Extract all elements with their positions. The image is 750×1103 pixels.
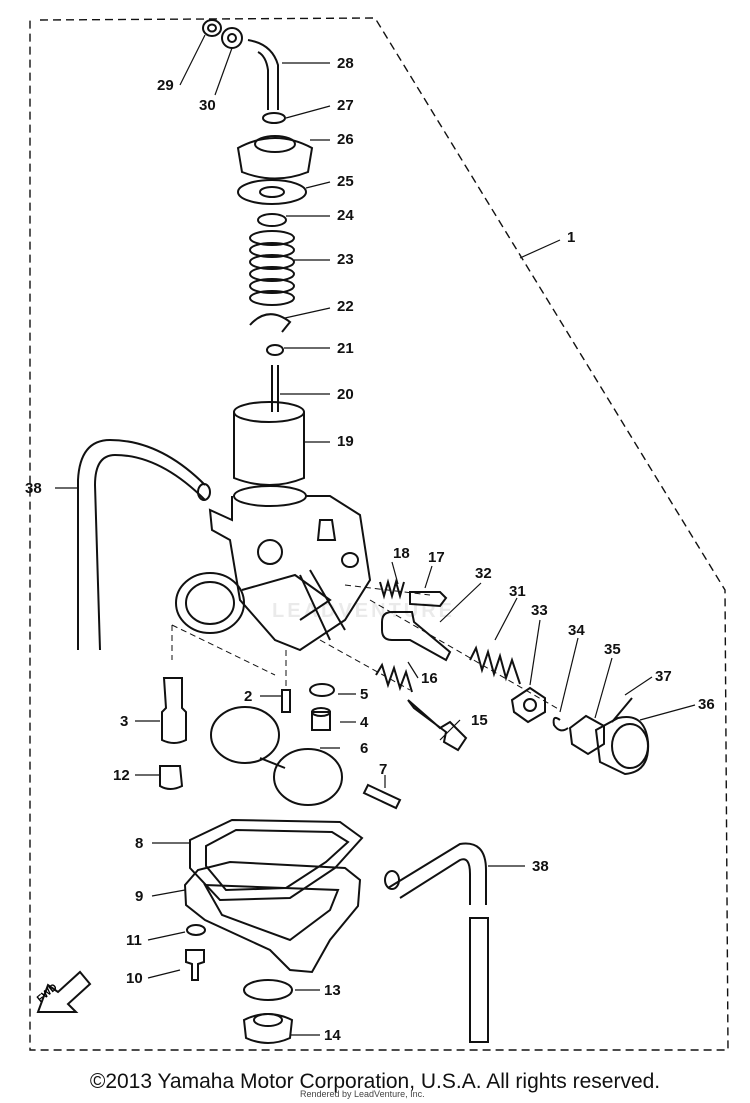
callout-3: 3: [120, 713, 129, 730]
part-35-cap: [568, 714, 605, 756]
callout-27: 27: [337, 97, 354, 114]
callout-8: 8: [135, 835, 144, 852]
callout-14: 14: [324, 1027, 341, 1044]
callout-23: 23: [337, 251, 354, 268]
part-26-cap: [236, 137, 314, 180]
part-9-float-bowl: [183, 860, 362, 974]
callout-34: 34: [568, 622, 585, 639]
part-6-float: [210, 706, 343, 806]
callout-12: 12: [113, 767, 130, 784]
callout-35: 35: [604, 641, 621, 658]
callout-17: 17: [428, 549, 445, 566]
part-33-plunger: [510, 686, 546, 724]
part-28-cable-tube: [247, 39, 279, 110]
part-5-ring: [309, 683, 335, 697]
part-2-jet: [281, 689, 291, 713]
watermark: LEADVENTURE: [272, 600, 456, 622]
part-30-washer: [221, 27, 243, 49]
part-15-air-screw: [407, 699, 468, 752]
part-12-pilot-jet: [159, 765, 184, 790]
callout-22: 22: [337, 298, 354, 315]
assembly-boundary: [29, 17, 729, 1051]
carburetor-body: [175, 485, 372, 652]
part-21-retainer: [266, 344, 284, 356]
callout-13: 13: [324, 982, 341, 999]
callout-1: 1: [567, 229, 576, 246]
callout-25: 25: [337, 173, 354, 190]
callout-24: 24: [337, 207, 354, 224]
part-3-needle-jet: [161, 677, 187, 744]
part-20-needle: [271, 365, 279, 412]
callout-2: 2: [244, 688, 253, 705]
part-24-clip: [257, 213, 287, 227]
callout-38-upper: 38: [25, 480, 42, 497]
part-10-screw: [185, 949, 205, 981]
callout-30: 30: [199, 97, 216, 114]
callout-20: 20: [337, 386, 354, 403]
callout-7: 7: [379, 761, 388, 778]
part-7-pin: [362, 783, 402, 810]
part-13-oring: [243, 979, 293, 1001]
callout-31: 31: [509, 583, 526, 600]
callout-38-lower: 38: [532, 858, 549, 875]
intake-bore: [175, 572, 245, 634]
callout-28: 28: [337, 55, 354, 72]
part-27-ring: [262, 112, 286, 124]
part-38-hose-upper: [77, 438, 206, 651]
copyright-notice: ©2013 Yamaha Motor Corporation, U.S.A. A…: [89, 1070, 661, 1093]
callout-5: 5: [360, 686, 369, 703]
part-14-drain-plug: [242, 1013, 294, 1044]
callout-11: 11: [126, 932, 142, 949]
part-25-washer: [237, 179, 307, 205]
callout-29: 29: [157, 77, 174, 94]
part-16-spring: [375, 662, 413, 693]
part-32-screw: [381, 611, 452, 662]
part-37-pin: [611, 697, 633, 723]
part-11-washer: [186, 924, 206, 936]
callout-33: 33: [531, 602, 548, 619]
callout-21: 21: [337, 340, 354, 357]
callout-18: 18: [393, 545, 410, 562]
part-34-clip: [552, 716, 569, 732]
callout-15: 15: [471, 712, 488, 729]
callout-6: 6: [360, 740, 369, 757]
callout-19: 19: [337, 433, 354, 450]
render-credit: Rendered by LeadVenture, Inc.: [300, 1089, 425, 1099]
callout-4: 4: [360, 714, 369, 731]
part-22-clip: [249, 313, 292, 333]
fwd-arrow-icon: [36, 970, 92, 1013]
part-4-holder: [311, 711, 331, 731]
carburetor-exploded-diagram: [29, 17, 729, 1051]
callout-10: 10: [126, 970, 143, 987]
callout-26: 26: [337, 131, 354, 148]
callout-16: 16: [421, 670, 438, 687]
part-38-hose-lower: [387, 842, 487, 905]
part-23-spring: [249, 230, 295, 306]
callout-9: 9: [135, 888, 144, 905]
part-17-pilot-screw: [409, 591, 448, 608]
callout-32: 32: [475, 565, 492, 582]
callout-37: 37: [655, 668, 672, 685]
part-18-spring: [379, 578, 405, 600]
part-29-nut: [202, 19, 222, 37]
callout-36: 36: [698, 696, 715, 713]
part-19-slide: [233, 412, 305, 486]
part-31-spring: [469, 645, 521, 685]
